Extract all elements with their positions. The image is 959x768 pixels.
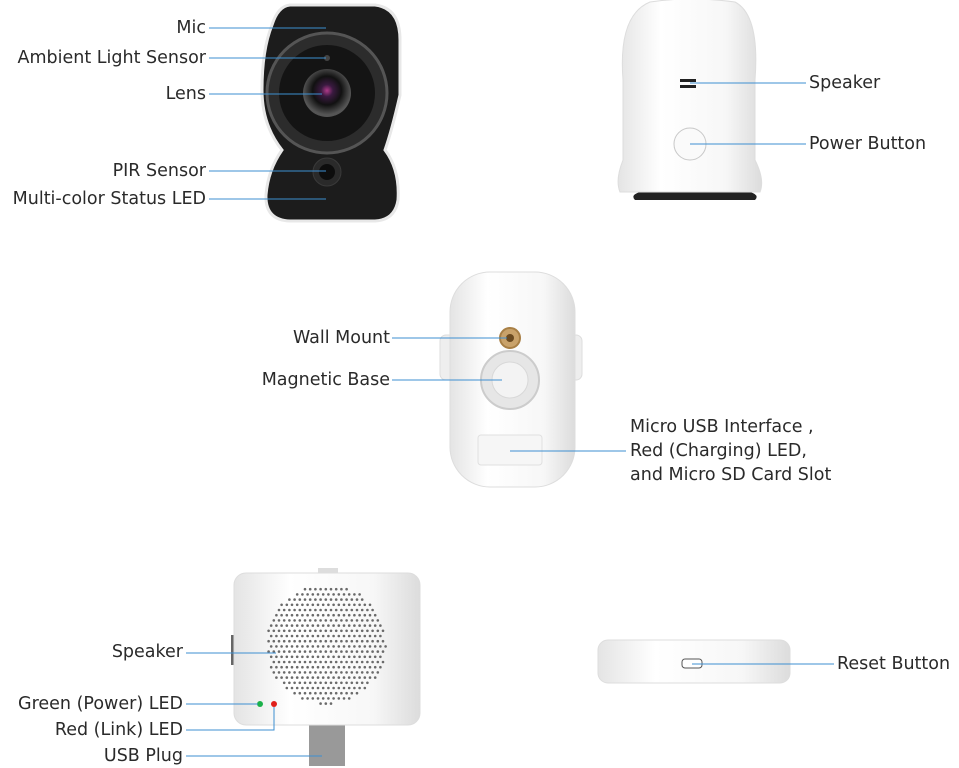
label-speaker-chime: Speaker <box>111 642 183 662</box>
label-power-button: Power Button <box>809 134 927 154</box>
label-usb-plug: USB Plug <box>103 746 183 766</box>
front-camera <box>260 3 402 223</box>
back-camera <box>617 0 763 200</box>
chime-device <box>231 568 421 766</box>
label-magnetic-base: Magnetic Base <box>261 370 390 390</box>
red-link-led <box>271 701 277 707</box>
label-ambient-light-sensor: Ambient Light Sensor <box>17 48 207 68</box>
label-status-led: Multi-color Status LED <box>12 189 206 209</box>
chime-side-view <box>597 639 791 684</box>
speaker-grille <box>267 587 387 705</box>
ambient-light-sensor <box>324 55 330 61</box>
label-usb-line-3: and Micro SD Card Slot <box>630 465 832 485</box>
label-green-led: Green (Power) LED <box>18 694 183 714</box>
label-wall-mount: Wall Mount <box>292 328 390 348</box>
pir-sensor <box>319 164 335 180</box>
label-lens: Lens <box>165 84 206 104</box>
label-pir-sensor: PIR Sensor <box>112 161 206 181</box>
usb-plug <box>309 724 345 766</box>
label-usb-line-2: Red (Charging) LED, <box>630 441 807 461</box>
lens <box>303 69 351 117</box>
leader-lines <box>186 27 834 757</box>
label-reset-button: Reset Button <box>837 654 951 674</box>
label-red-led: Red (Link) LED <box>54 720 183 740</box>
speaker-slot <box>680 79 696 82</box>
green-power-led <box>257 701 263 707</box>
label-mic: Mic <box>176 18 206 38</box>
label-usb-line-1: Micro USB Interface , <box>630 417 814 437</box>
label-speaker-camera: Speaker <box>809 73 881 93</box>
